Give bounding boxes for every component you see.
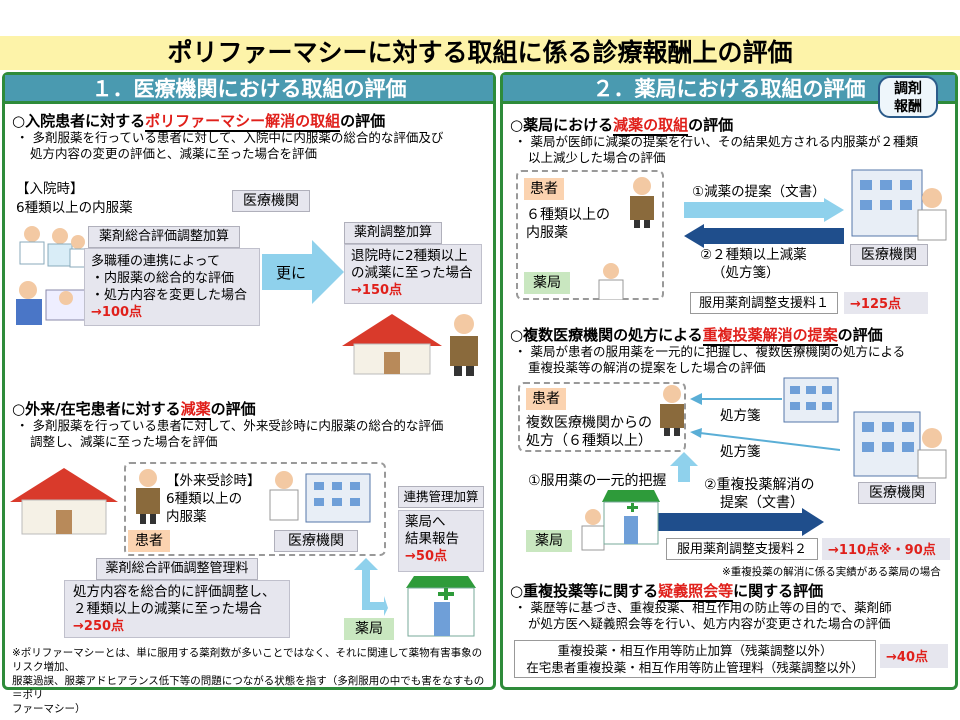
arrow-right-icon — [684, 198, 844, 222]
pharmacy-label: 薬局 — [344, 618, 394, 640]
dup-proposal-label: ②重複投薬解消の 提案（文書） — [704, 477, 815, 511]
pharmacy-building-icon — [406, 576, 476, 637]
right-s1-heading: ○薬局における減薬の取組の評価 — [510, 116, 734, 136]
inquiry-fee-box: 重複投薬・相互作用等防止加算（残薬調整以外） 在宅患者重複投薬・相互作用等防止管… — [514, 640, 876, 678]
right-panel-header: ２．薬局における取組の評価 — [503, 75, 955, 104]
arrow-up-down-icon — [354, 558, 388, 616]
admission-label: 【入院時】 6種類以上の内服薬 — [16, 181, 133, 216]
fee-box: 処方内容を総合的に評価調整し、 ２種類以上の減薬に至った場合 →250点 — [64, 580, 290, 638]
patient-label: 患者 — [524, 178, 564, 200]
points-150: →150点 — [351, 283, 403, 298]
drug-eval-calc-label: 薬剤総合評価調整加算 — [88, 226, 240, 248]
right-s3-bullet: ・ 薬歴等に基づき、重複投薬、相互作用の防止等の目的で、薬剤師 が処方医へ疑義照… — [514, 600, 892, 631]
left-s2-bullet: ・ 多剤服薬を行っている患者に対して、外来受診時に内服薬の総合的な評価 調整し、… — [16, 418, 444, 449]
outpatient-dashed-box — [124, 462, 386, 556]
multi-inst-dashed-box — [518, 382, 686, 452]
prescription-label-1: 処方箋 — [720, 408, 761, 424]
institution-label: 医療機関 — [232, 190, 310, 212]
elderly-man-icon — [660, 385, 684, 436]
dup-note: ※重複投薬の解消に係る実績がある薬局の場合 — [722, 566, 941, 578]
arrow-left-thin-icon — [690, 428, 840, 451]
pharmacist-icon — [598, 263, 624, 300]
pharmacy-label: 薬局 — [526, 530, 572, 552]
result-report-box: 薬局へ 結果報告 →50点 — [398, 510, 484, 572]
pharmacist-icon — [581, 509, 605, 551]
doctor-hospital-icon — [853, 411, 947, 479]
right-s2-heading: ○複数医療機関の処方による重複投薬解消の提案の評価 — [510, 326, 883, 346]
left-s1-heading: ○入院患者に対するポリファーマシー解消の取組の評価 — [12, 112, 386, 132]
drug-eval-box: 多職種の連携によって ・内服薬の総合的な評価 ・処方内容を変更した場合 →100… — [84, 248, 260, 326]
more-label: 更に — [276, 264, 307, 282]
points-40: →40点 — [886, 650, 928, 665]
points-100: →100点 — [91, 305, 143, 320]
points-40-box: →40点 — [880, 644, 948, 668]
medical-staff-icon — [16, 226, 89, 325]
house-icon — [10, 468, 118, 535]
left-s1-bullet: ・ 多剤服薬を行っている患者に対して、入院中に内服薬の総合的な評価及び 処方内容… — [16, 130, 444, 161]
points-110-box: →110点※・90点 — [822, 538, 950, 560]
link-mgmt-calc-label: 連携管理加算 — [398, 486, 484, 508]
reduce-proposal-label: ①減薬の提案（文書） — [692, 184, 826, 200]
house-icon — [342, 314, 442, 375]
institution-label: 医療機関 — [850, 244, 928, 266]
points-50: →50点 — [405, 549, 447, 564]
prescription-label-2: 処方箋 — [720, 444, 761, 460]
fee-label: 服用薬剤調整支援料２ — [666, 538, 818, 560]
arrow-left-icon — [684, 224, 844, 248]
fee-label: 薬剤総合評価調整管理料 — [96, 558, 258, 580]
elderly-man-icon — [450, 314, 478, 376]
arrow-left-thin-icon — [690, 393, 782, 405]
fee-label: 服用薬剤調整支援料１ — [690, 292, 838, 314]
drug-adjust-calc-label: 薬剤調整加算 — [344, 222, 442, 244]
points-110-90: →110点※・90点 — [828, 543, 936, 558]
doctor-hospital-icon — [269, 471, 371, 523]
left-panel-header: １．医療機関における取組の評価 — [5, 75, 493, 104]
left-s2-heading: ○外来/在宅患者に対する減薬の評価 — [12, 400, 256, 420]
patient-pharmacy-dashed-box — [516, 170, 664, 300]
institution-label: 医療機関 — [858, 482, 936, 504]
six-meds-label: ６種類以上の 内服薬 — [526, 207, 610, 241]
polypharmacy-footnote: ※ポリファーマシーとは、単に服用する薬剤数が多いことではなく、それに関連して薬物… — [12, 647, 485, 715]
arrow-right-icon — [262, 240, 344, 304]
elderly-man-icon — [630, 177, 654, 228]
reduce-prescription-label: ②２種類以上減薬 （処方箋） — [700, 247, 807, 281]
institution-label: 医療機関 — [274, 530, 358, 552]
elderly-man-icon — [136, 469, 160, 524]
patient-label: 患者 — [128, 530, 170, 552]
arrow-up-icon — [670, 452, 698, 482]
outpatient-visit-label: 【外来受診時】 6種類以上の 内服薬 — [166, 473, 261, 525]
drug-adjust-box: 退院時に2種類以上 の減薬に至った場合 →150点 — [344, 244, 482, 304]
points-125: →125点 — [850, 297, 902, 312]
arrow-right-icon — [658, 508, 824, 536]
patient-label: 患者 — [526, 388, 566, 410]
pharmacy-label: 薬局 — [524, 272, 570, 294]
right-s3-heading: ○重複投薬等に関する疑義照会等に関する評価 — [510, 582, 824, 602]
right-s2-bullet: ・ 薬局が患者の服用薬を一元的に把握し、複数医療機関の処方による 重複投薬等の解… — [514, 344, 906, 375]
hospital-building-icon — [783, 377, 839, 423]
dispensing-fee-badge: 調剤 報酬 — [878, 76, 938, 118]
right-s1-bullet: ・ 薬局が医師に減薬の提案を行い、その結果処方される内服薬が２種類 以上減少した… — [514, 134, 918, 165]
page-title: ポリファーマシーに対する取組に係る診療報酬上の評価 — [0, 36, 960, 70]
points-250: →250点 — [73, 619, 125, 634]
points-125-box: →125点 — [844, 292, 928, 314]
multi-inst-label: 複数医療機関からの 処方（６種類以上） — [526, 415, 652, 449]
doctor-hospital-icon — [851, 169, 947, 241]
pharmacy-building-icon — [602, 490, 660, 545]
unified-grasp-label: ①服用薬の一元的把握 — [528, 473, 667, 489]
